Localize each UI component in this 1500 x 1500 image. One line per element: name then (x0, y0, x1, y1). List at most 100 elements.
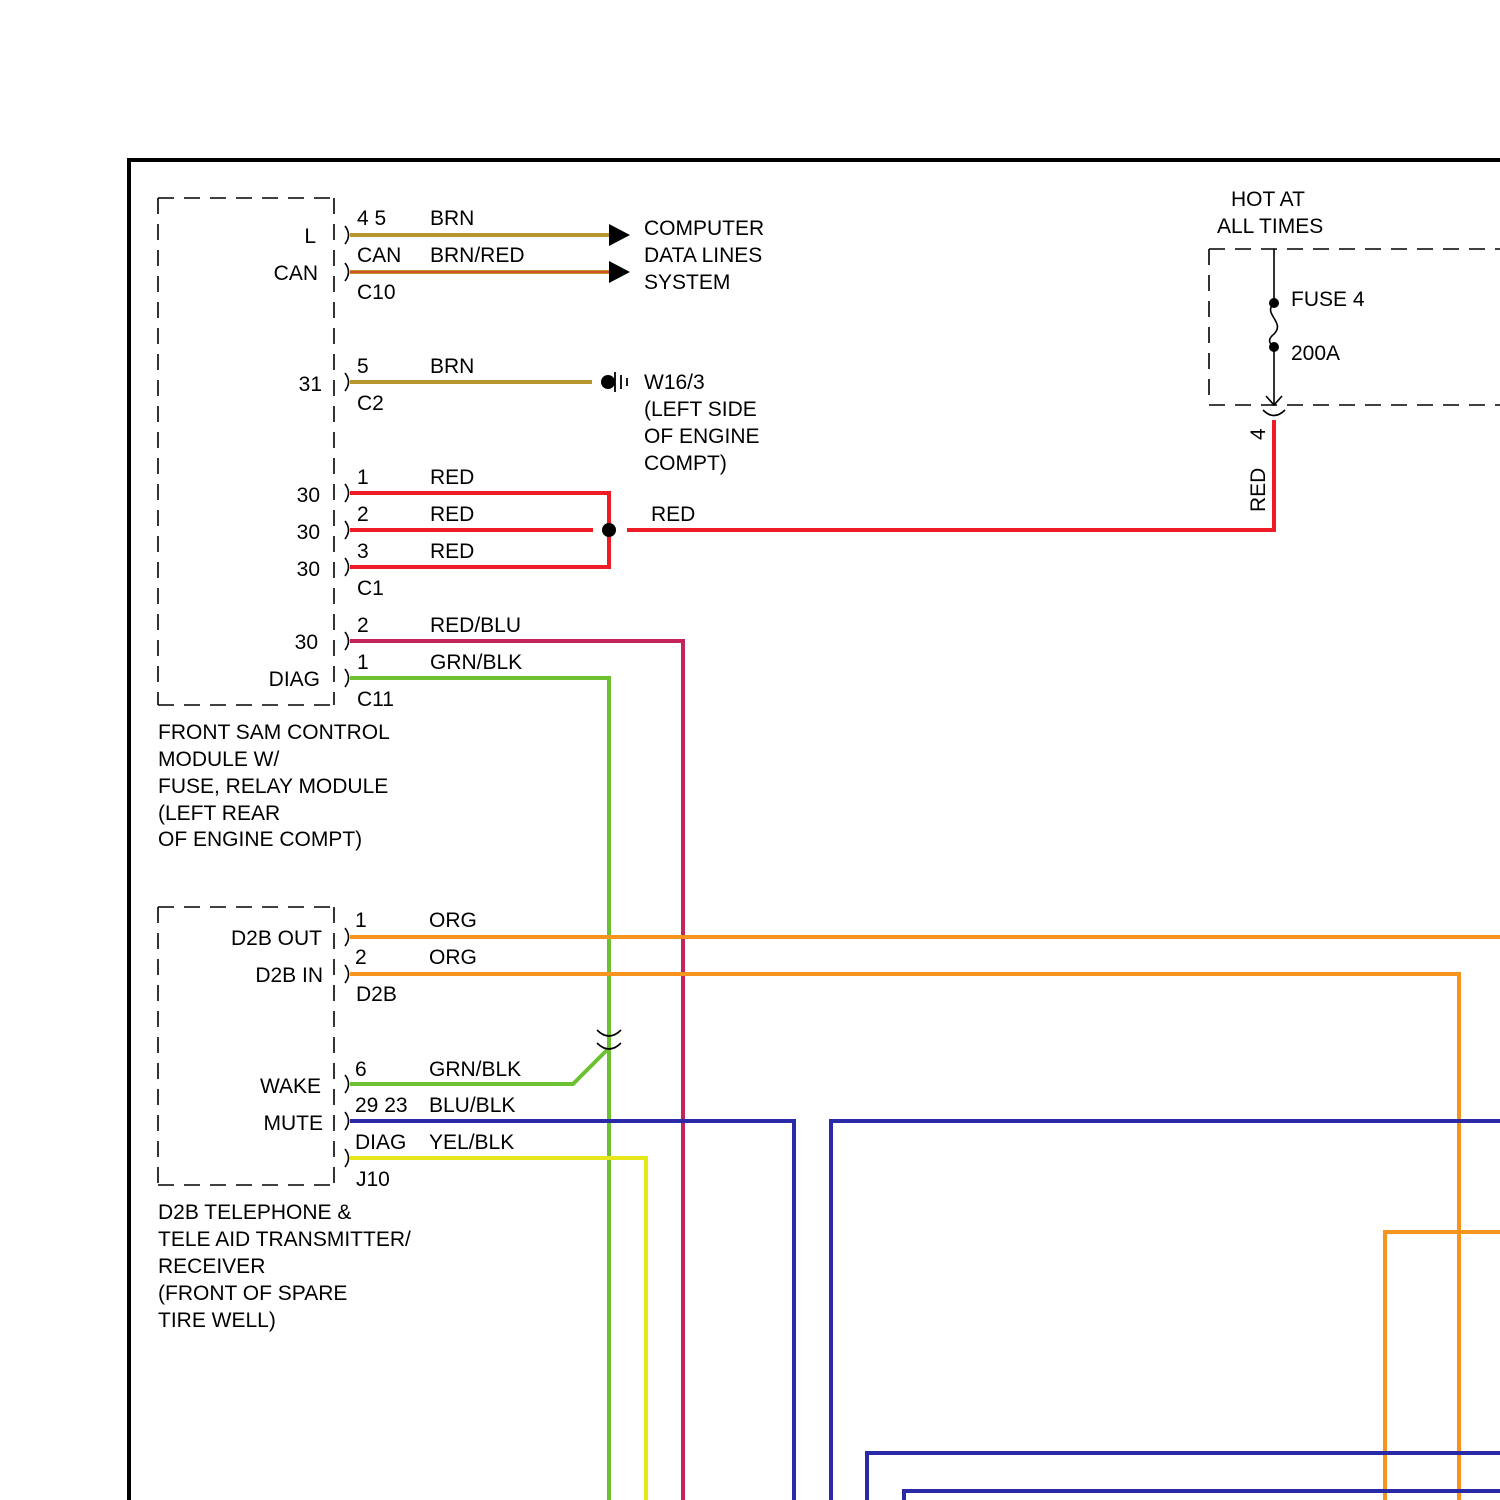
wire-org-lower (1385, 1232, 1500, 1500)
front-sam-caption-line: MODULE W/ (158, 748, 280, 771)
wire-pin-label: 5 (357, 355, 369, 378)
wire-color-label: BLU/BLK (429, 1094, 515, 1117)
pin-mark (345, 521, 349, 539)
wire-color-label: RED (430, 503, 474, 526)
front-sam-caption-line: FRONT SAM CONTROL (158, 721, 390, 744)
wire-color-label: BRN (430, 355, 474, 378)
wire-blu-blk-lower-2 (904, 1491, 1500, 1500)
front-sam-pin-30-2: 30 (297, 521, 320, 544)
front-sam-pin-30-1: 30 (297, 484, 320, 507)
wire-pin-label: DIAG (355, 1131, 406, 1154)
front-sam-caption-line: FUSE, RELAY MODULE (158, 775, 388, 798)
ground-label-line: OF ENGINE (644, 425, 760, 448)
wire-pin-label: 2 (355, 946, 367, 969)
connector-c11: C11 (357, 688, 394, 711)
front-sam-pin-can: CAN (274, 262, 318, 285)
d2b-caption-line: RECEIVER (158, 1255, 265, 1278)
wire-grn-blk-diag (350, 678, 609, 1500)
wire-yel-blk-diag (350, 1158, 646, 1500)
wire-pin-label: 6 (355, 1058, 367, 1081)
wire-pin-label: 3 (357, 540, 369, 563)
d2b-caption-line: D2B TELEPHONE & (158, 1201, 351, 1224)
fuse-output-pin-label: 4 (1247, 428, 1270, 440)
fuse-terminal (1269, 298, 1279, 308)
hot-at-all-times-line: HOT AT (1231, 188, 1305, 211)
fuse-terminal (1269, 342, 1279, 352)
connector-d2b: D2B (356, 983, 397, 1006)
connector-c1: C1 (357, 577, 384, 600)
destination-label-line: SYSTEM (644, 271, 730, 294)
connector-pin-marks (345, 226, 349, 1167)
front-sam-pin-diag: DIAG (269, 668, 320, 691)
wire-color-label: ORG (429, 946, 477, 969)
arrow-to-data-lines (609, 261, 630, 283)
pin-mark (345, 226, 349, 244)
fuse-name: FUSE 4 (1291, 288, 1365, 311)
pin-mark (345, 965, 349, 983)
d2b-pin-wake: WAKE (260, 1075, 321, 1098)
ground-label-line: W16/3 (644, 371, 705, 394)
front-sam-pin-30-3: 30 (297, 558, 320, 581)
d2b-caption: D2B TELEPHONE & TELE AID TRANSMITTER/ RE… (158, 1201, 411, 1332)
fuse-box: HOT AT ALL TIMES FUSE 4 200A (1209, 188, 1500, 416)
wire-labels: 4 5 BRN CAN BRN/RED 5 BRN 1 RED 2 RED 3 … (355, 207, 1270, 1154)
wire-pin-label: 2 (357, 503, 369, 526)
fuse-rating: 200A (1291, 342, 1340, 365)
wire-org-d2b-in (350, 974, 1459, 1500)
front-sam-module: L CAN 31 30 30 30 30 DIAG FRONT SAM CONT… (158, 198, 390, 851)
wire-color-label: GRN/BLK (430, 651, 522, 674)
pin-mark (345, 632, 349, 650)
wire-color-label: BRN/RED (430, 244, 525, 267)
wire-pin-label: 1 (355, 909, 367, 932)
wire-pin-label: 1 (357, 651, 369, 674)
front-sam-pin-30-4: 30 (295, 631, 318, 654)
hot-at-all-times-line: ALL TIMES (1217, 215, 1323, 238)
wire-color-label: RED (430, 466, 474, 489)
front-sam-caption-line: (LEFT REAR (158, 802, 280, 825)
connector-c2: C2 (357, 392, 384, 415)
wire-color-label: BRN (430, 207, 474, 230)
wire-blu-blk-right (831, 1121, 1500, 1500)
computer-data-lines-label: COMPUTER DATA LINES SYSTEM (644, 217, 764, 294)
destination-label-line: COMPUTER (644, 217, 764, 240)
fuse-symbol (1263, 249, 1285, 416)
front-sam-caption: FRONT SAM CONTROL MODULE W/ FUSE, RELAY … (158, 721, 390, 851)
pin-mark (345, 669, 349, 687)
wire-blu-blk-mute (350, 1121, 794, 1500)
wire-color-label: GRN/BLK (429, 1058, 521, 1081)
connector-j10: J10 (356, 1168, 390, 1191)
splice-dot (602, 523, 616, 537)
wire-pin-label: 4 5 (357, 207, 386, 230)
ground-label-line: (LEFT SIDE (644, 398, 757, 421)
ground-location-label: W16/3 (LEFT SIDE OF ENGINE COMPT) (644, 371, 760, 475)
wires (350, 224, 1500, 1500)
d2b-pin-out: D2B OUT (231, 927, 322, 950)
wire-color-label: RED (651, 503, 695, 526)
d2b-caption-line: TELE AID TRANSMITTER/ (158, 1228, 411, 1251)
pin-mark (345, 558, 349, 576)
pin-mark (345, 373, 349, 391)
pin-mark (345, 263, 349, 281)
wire-color-label: YEL/BLK (429, 1131, 514, 1154)
front-sam-caption-line: OF ENGINE COMPT) (158, 828, 362, 851)
pin-mark (345, 1075, 349, 1093)
pin-mark (345, 928, 349, 946)
pin-mark (345, 1112, 349, 1130)
wire-color-label: ORG (429, 909, 477, 932)
wire-pin-label: CAN (357, 244, 401, 267)
wire-color-label: RED (430, 540, 474, 563)
d2b-caption-line: TIRE WELL) (158, 1309, 276, 1332)
ground-label-line: COMPT) (644, 452, 727, 475)
front-sam-pin-l: L (304, 225, 316, 248)
connector-c10: C10 (357, 281, 396, 304)
arrow-to-data-lines (609, 224, 630, 246)
d2b-caption-line: (FRONT OF SPARE (158, 1282, 347, 1305)
wire-pin-label: 1 (357, 466, 369, 489)
wire-color-label-vertical: RED (1247, 468, 1270, 512)
front-sam-pin-31: 31 (299, 373, 322, 396)
d2b-pin-mute: MUTE (264, 1112, 324, 1135)
d2b-pin-in: D2B IN (255, 964, 323, 987)
pin-mark (345, 1149, 349, 1167)
wire-color-label: RED/BLU (430, 614, 521, 637)
